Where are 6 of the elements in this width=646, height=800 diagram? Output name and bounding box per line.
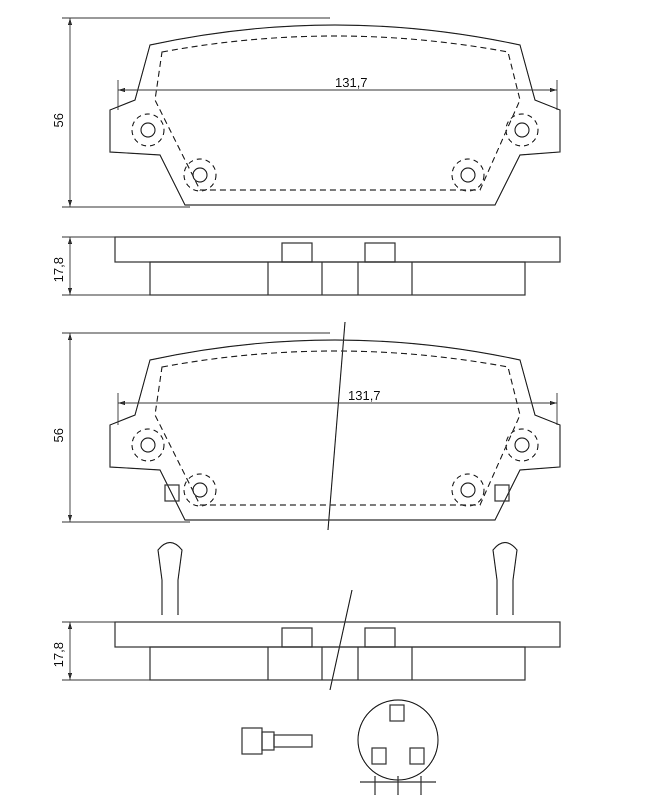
dimension-label: 56 (52, 428, 65, 442)
dimension-label: 17,8 (52, 257, 65, 282)
dimension-label: 56 (52, 113, 65, 128)
dimension-label: 131,7 (348, 389, 381, 402)
dimension-label: 131,7 (335, 76, 368, 89)
dimension-label: 17,8 (52, 642, 65, 668)
